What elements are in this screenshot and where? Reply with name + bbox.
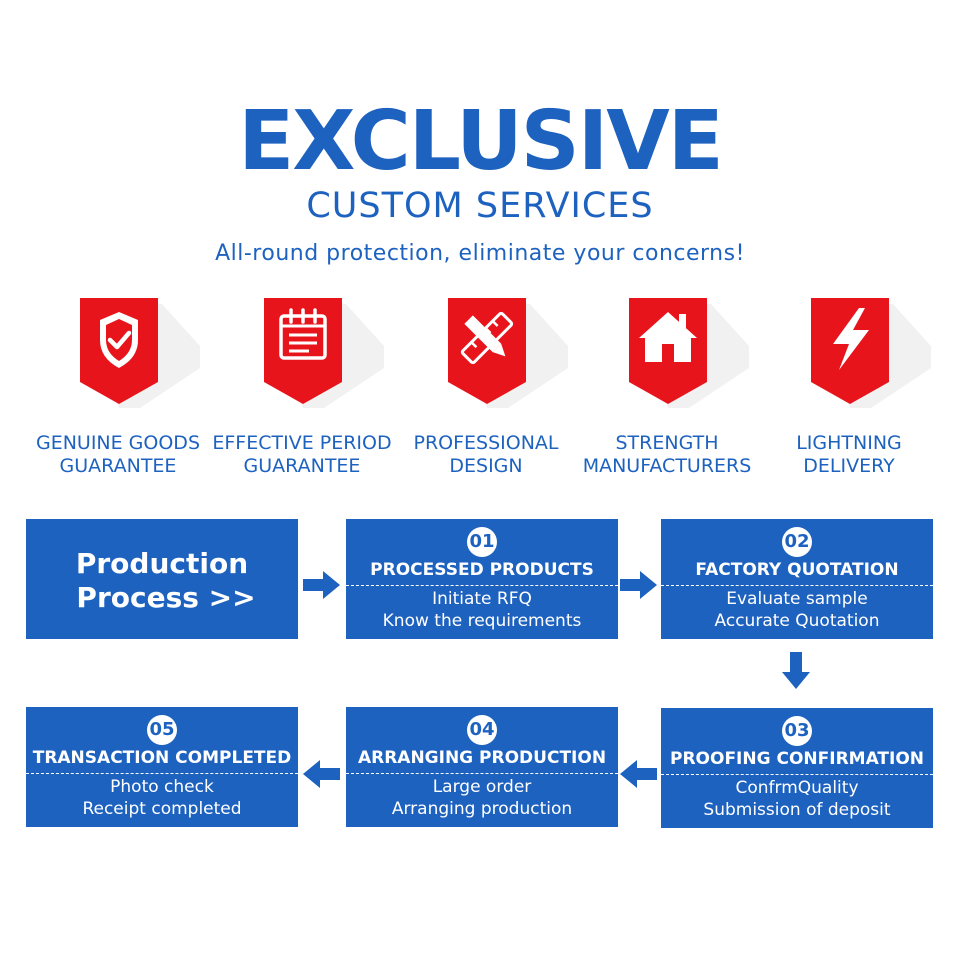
production-process-box: Production Process >>: [26, 519, 298, 639]
feature-label-genuine: GENUINE GOODS GUARANTEE: [23, 432, 213, 478]
lightning-icon: [811, 298, 931, 408]
step-divider: [26, 773, 298, 774]
arrow-down-icon: [782, 652, 810, 689]
feature-line1: EFFECTIVE PERIOD: [212, 432, 392, 454]
arrow-left-icon: [303, 760, 340, 788]
arrow-right-icon: [620, 571, 657, 599]
step-number: 03: [782, 716, 812, 746]
step-box-03: 03 PROOFING CONFIRMATION ConfrmQuality S…: [661, 708, 933, 828]
step-line1: Evaluate sample: [726, 589, 868, 609]
ruler-pencil-icon: [448, 298, 568, 408]
calendar-icon: [264, 298, 384, 408]
feature-label-design: PROFESSIONAL DESIGN: [391, 432, 581, 478]
process-label-line2: Process >>: [76, 581, 256, 614]
page-title: EXCLUSIVE: [238, 94, 723, 189]
feature-line2: DESIGN: [449, 455, 523, 477]
feature-line2: DELIVERY: [803, 455, 895, 477]
step-divider: [661, 585, 933, 586]
step-line2: Know the requirements: [382, 611, 582, 631]
step-line1: Large order: [432, 777, 532, 797]
step-box-01: 01 PROCESSED PRODUCTS Initiate RFQ Know …: [346, 519, 618, 639]
step-divider: [346, 773, 618, 774]
step-number: 05: [147, 715, 177, 745]
arrow-right-icon: [303, 571, 340, 599]
feature-line1: GENUINE GOODS: [35, 432, 201, 454]
shield-check-icon: [80, 298, 200, 408]
feature-label-strength: STRENGTH MANUFACTURERS: [572, 432, 762, 478]
feature-line1: PROFESSIONAL: [413, 432, 559, 454]
step-line2: Submission of deposit: [703, 800, 891, 820]
step-title: ARRANGING PRODUCTION: [357, 748, 607, 768]
step-box-05: 05 TRANSACTION COMPLETED Photo check Rec…: [26, 707, 298, 827]
house-icon: [629, 298, 749, 408]
step-title: PROOFING CONFIRMATION: [669, 749, 925, 769]
step-line1: ConfrmQuality: [735, 778, 859, 798]
feature-label-lightning: LIGHTNING DELIVERY: [754, 432, 944, 478]
step-line1: Photo check: [110, 777, 214, 797]
step-box-02: 02 FACTORY QUOTATION Evaluate sample Acc…: [661, 519, 933, 639]
step-line1: Initiate RFQ: [432, 589, 532, 609]
step-line2: Receipt completed: [82, 799, 242, 819]
process-label-line1: Production: [75, 547, 249, 580]
step-title: TRANSACTION COMPLETED: [32, 748, 292, 768]
feature-line2: MANUFACTURERS: [582, 455, 752, 477]
step-line2: Accurate Quotation: [714, 611, 880, 631]
step-box-04: 04 ARRANGING PRODUCTION Large order Arra…: [346, 707, 618, 827]
step-title: FACTORY QUOTATION: [695, 560, 899, 580]
feature-line2: GUARANTEE: [59, 455, 177, 477]
feature-line2: GUARANTEE: [243, 455, 361, 477]
step-number: 01: [467, 527, 497, 557]
feature-line1: LIGHTNING: [796, 432, 902, 454]
step-line2: Arranging production: [391, 799, 573, 819]
step-number: 02: [782, 527, 812, 557]
page-subtitle: CUSTOM SERVICES: [306, 186, 654, 226]
step-title: PROCESSED PRODUCTS: [370, 560, 594, 580]
step-divider: [661, 774, 933, 775]
step-number: 04: [467, 715, 497, 745]
step-divider: [346, 585, 618, 586]
feature-line1: STRENGTH: [615, 432, 719, 454]
arrow-left-icon: [620, 760, 657, 788]
page-tagline: All-round protection, eliminate your con…: [215, 241, 745, 266]
feature-label-effective: EFFECTIVE PERIOD GUARANTEE: [207, 432, 397, 478]
